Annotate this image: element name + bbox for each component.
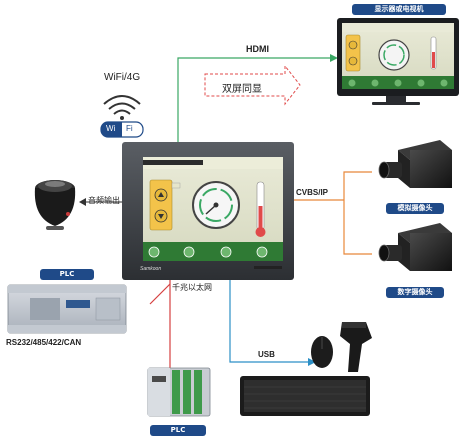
keyboard-icon [240, 376, 370, 416]
cvbs-connection-line [294, 171, 372, 255]
serial-ports-label: RS232/485/422/CAN [6, 338, 82, 347]
barcode-scanner-icon [340, 322, 372, 372]
arrow-outline-icon [204, 64, 301, 106]
camera-icon [378, 140, 452, 188]
mouse-icon [311, 336, 333, 368]
wifi-label: WiFi/4G [104, 72, 141, 83]
analog-camera-tag: 模拟摄像头 [386, 203, 444, 214]
hmi-panel-icon [122, 142, 294, 280]
dual-screen-label: 双屏同显 [222, 84, 262, 95]
plc-top-tag: PLC [40, 269, 94, 280]
monitor-tag: 显示器或电视机 [352, 4, 446, 15]
plc-bottom-tag: PLC [150, 425, 206, 436]
wifi-badge-left: Wi [106, 124, 116, 133]
wifi-badge-right: Fi [126, 124, 133, 133]
usb-connection-line [229, 280, 316, 366]
monitor-icon [337, 18, 459, 105]
audio-arrow [79, 198, 122, 206]
cvbs-label: CVBS/IP [296, 188, 329, 197]
wifi-icon [100, 95, 144, 138]
digital-camera-tag: 数字摄像头 [386, 287, 444, 298]
speaker-icon [34, 180, 76, 230]
plc-icon [147, 367, 211, 417]
hdmi-label: HDMI [246, 44, 269, 54]
hdmi-connection-line [177, 54, 338, 142]
hmi-brand: Samkoon [140, 266, 162, 272]
gigabit-ethernet-label: 千兆以太网 [172, 283, 212, 292]
camera-icon [378, 223, 452, 271]
plc-icon [7, 284, 127, 334]
usb-label: USB [258, 350, 275, 359]
audio-out-label: 音频输出 [88, 196, 120, 205]
